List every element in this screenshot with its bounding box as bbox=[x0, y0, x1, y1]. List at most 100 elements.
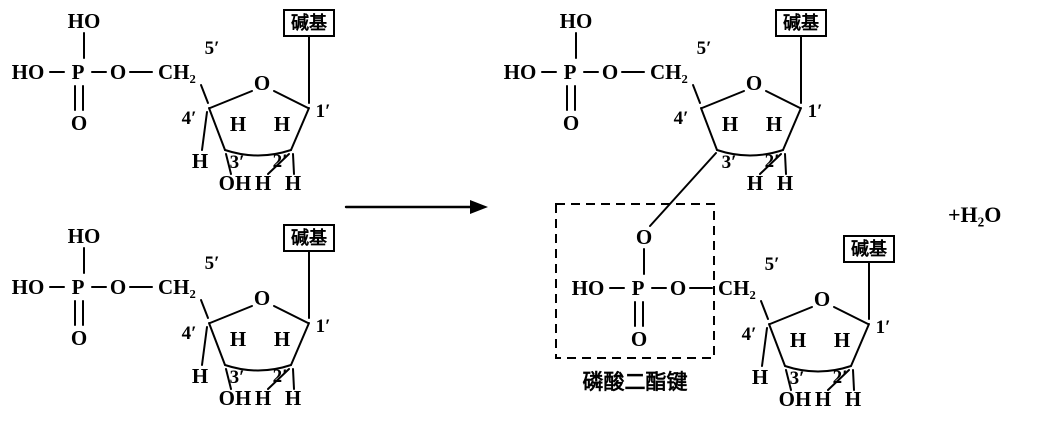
water-label: +H₂O bbox=[948, 202, 1001, 227]
atom-p: P bbox=[564, 60, 577, 84]
atom-ho-top: HO bbox=[68, 9, 101, 33]
phosphodiester-box bbox=[555, 203, 715, 359]
ring-edge bbox=[224, 149, 292, 157]
ch2-group: CH₂ bbox=[158, 275, 196, 299]
atom-o-double: O bbox=[563, 111, 579, 135]
carbon-label-5: 5′ bbox=[205, 38, 220, 59]
h-atom: H bbox=[845, 387, 861, 411]
atom-ho-left: HO bbox=[504, 60, 537, 84]
h-atom: H bbox=[274, 327, 290, 351]
h-atom: H bbox=[766, 112, 782, 136]
ch2-group: CH₂ bbox=[650, 60, 688, 84]
ring-oxygen: O bbox=[746, 71, 762, 95]
ring-edge bbox=[290, 322, 310, 366]
nucleotide-top-right: HO HO P O CH₂ O 5′ O 碱基 4′ 1′ H H 3′ 2′ … bbox=[504, 9, 827, 227]
h-atom: H bbox=[255, 386, 271, 410]
carbon-label-5: 5′ bbox=[765, 254, 780, 275]
carbon-label-4: 4′ bbox=[742, 324, 757, 345]
ring-edge bbox=[273, 305, 309, 324]
bond bbox=[785, 369, 792, 391]
bond bbox=[827, 369, 850, 391]
bridging-oxygen: O bbox=[636, 225, 652, 249]
ring-edge bbox=[701, 90, 745, 109]
ring-edge bbox=[290, 107, 310, 151]
ring-edge bbox=[209, 90, 253, 109]
h-atom: H bbox=[747, 171, 763, 195]
atom-p: P bbox=[632, 276, 645, 300]
carbon-label-1: 1′ bbox=[316, 101, 331, 122]
h-atom: H bbox=[192, 149, 208, 173]
carbon-label-4: 4′ bbox=[182, 108, 197, 129]
bond bbox=[292, 368, 295, 390]
ring-edge bbox=[769, 306, 813, 325]
oh-group: OH bbox=[779, 387, 812, 411]
ring-edge bbox=[208, 322, 226, 366]
bond bbox=[267, 368, 290, 390]
carbon-label-1: 1′ bbox=[316, 316, 331, 337]
bond bbox=[759, 153, 782, 175]
atom-o: O bbox=[670, 276, 686, 300]
phosphodiester-and-nucleotide-bottom-right: O HO P O CH₂ O 磷酸二酯键 5′ O 碱基 4′ 1′ H H 3… bbox=[555, 203, 895, 411]
bond bbox=[761, 327, 768, 367]
atom-o-double: O bbox=[71, 111, 87, 135]
h-atom: H bbox=[815, 387, 831, 411]
bond bbox=[225, 368, 232, 390]
atom-ho-left: HO bbox=[12, 275, 45, 299]
bond bbox=[200, 299, 209, 319]
base-label: 碱基 bbox=[783, 12, 820, 33]
atom-ho-top: HO bbox=[68, 224, 101, 248]
bond bbox=[201, 111, 208, 151]
h-atom: H bbox=[790, 328, 806, 352]
carbon-label-1: 1′ bbox=[876, 317, 891, 338]
bond bbox=[692, 84, 701, 104]
reaction-arrow bbox=[344, 200, 488, 214]
atom-p: P bbox=[72, 60, 85, 84]
oh-group: OH bbox=[219, 171, 252, 195]
ring-edge bbox=[208, 107, 226, 151]
atom-ho-top: HO bbox=[560, 9, 593, 33]
h-atom: H bbox=[230, 112, 246, 136]
atom-o: O bbox=[110, 275, 126, 299]
ring-edge bbox=[273, 90, 309, 109]
base-label: 碱基 bbox=[851, 238, 888, 259]
nucleotide-top-left: HO HO P O CH₂ O 5′ O 碱基 4′ 1′ H H 3′ 2′ … bbox=[12, 9, 335, 195]
atom-o: O bbox=[110, 60, 126, 84]
bond bbox=[267, 153, 290, 175]
carbon-label-3: 3′ bbox=[230, 367, 245, 388]
atom-o: O bbox=[602, 60, 618, 84]
bond bbox=[852, 369, 855, 391]
ring-edge bbox=[716, 149, 784, 157]
ring-edge bbox=[833, 306, 869, 325]
ch2-group: CH₂ bbox=[718, 276, 756, 300]
ring-oxygen: O bbox=[814, 287, 830, 311]
atom-o-double: O bbox=[631, 327, 647, 351]
base-label: 碱基 bbox=[291, 12, 328, 33]
h-atom: H bbox=[285, 386, 301, 410]
h-atom: H bbox=[834, 328, 850, 352]
carbon-label-3: 3′ bbox=[722, 152, 737, 173]
bond bbox=[784, 153, 787, 175]
atom-ho-left: HO bbox=[12, 60, 45, 84]
bond bbox=[760, 300, 769, 320]
carbon-label-5: 5′ bbox=[697, 38, 712, 59]
h-atom: H bbox=[777, 171, 793, 195]
ring-edge bbox=[700, 107, 718, 151]
atom-p: P bbox=[72, 275, 85, 299]
carbon-label-3: 3′ bbox=[790, 368, 805, 389]
carbon-label-1: 1′ bbox=[808, 101, 823, 122]
h-atom: H bbox=[274, 112, 290, 136]
h-atom: H bbox=[230, 327, 246, 351]
arrow-head bbox=[470, 200, 488, 214]
ring-edge bbox=[224, 364, 292, 372]
ch2-group: CH₂ bbox=[158, 60, 196, 84]
ring-edge bbox=[768, 323, 786, 367]
ester-linkage-bond bbox=[649, 152, 717, 227]
bond bbox=[201, 326, 208, 366]
bond bbox=[292, 153, 295, 175]
carbon-label-5: 5′ bbox=[205, 253, 220, 274]
h-atom: H bbox=[285, 171, 301, 195]
nucleotide-bottom-left: HO HO P O CH₂ O 5′ O 碱基 4′ 1′ H H 3′ 2′ … bbox=[12, 224, 335, 410]
base-label: 碱基 bbox=[291, 227, 328, 248]
